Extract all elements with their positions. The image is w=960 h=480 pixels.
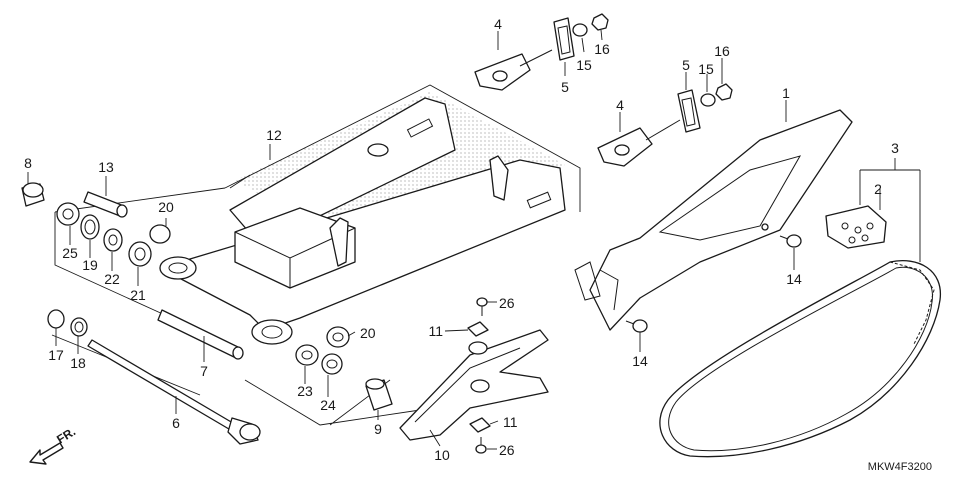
callout-7: 7 — [200, 363, 208, 379]
front-direction-label: FR. — [54, 424, 78, 446]
callout-labels: 1 2 3 4 4 5 5 6 7 8 9 10 11 11 12 13 14 … — [24, 16, 899, 463]
collar-22 — [103, 228, 123, 252]
callout-11-upper: 11 — [428, 323, 443, 339]
chain-case-1 — [574, 109, 853, 331]
bracket-rear — [489, 155, 509, 201]
collar-20-lower — [326, 326, 350, 348]
callout-25: 25 — [62, 245, 78, 261]
callout-16-left: 16 — [594, 41, 610, 57]
callout-15-left: 15 — [576, 57, 592, 73]
callout-19: 19 — [82, 257, 98, 273]
callout-15-right: 15 — [698, 61, 714, 77]
pivot-bolt-6 — [87, 339, 261, 445]
collar-11-lower — [469, 417, 491, 433]
callout-20-upper: 20 — [158, 199, 174, 215]
bolt-14-upper — [779, 234, 802, 248]
screw-26-upper — [476, 297, 488, 316]
callout-8: 8 — [24, 155, 32, 171]
chain-adjuster-4-left — [474, 49, 553, 91]
pivot-boss-left-hole — [168, 262, 188, 274]
bearing-24 — [321, 353, 343, 375]
washer-15-left — [572, 23, 588, 37]
callout-5-right: 5 — [682, 57, 690, 73]
callout-3: 3 — [891, 140, 899, 156]
washer-15-right — [700, 93, 716, 107]
pivot-boss-right — [251, 319, 293, 345]
screw-26-lower — [475, 437, 487, 454]
bolt-14-lower — [625, 319, 648, 333]
bracket-pivot-top — [367, 143, 389, 157]
callout-6: 6 — [172, 415, 180, 431]
callout-23: 23 — [297, 383, 313, 399]
swingarm-slot-upper — [406, 118, 434, 138]
pivot-collar-13 — [83, 191, 128, 218]
nut-16-right — [715, 83, 733, 101]
callout-10: 10 — [434, 447, 450, 463]
swingarm-cross-member — [234, 207, 356, 289]
callout-14-lower: 14 — [632, 353, 648, 369]
callout-16-right: 16 — [714, 43, 730, 59]
swingarm-lower-arm — [159, 159, 566, 331]
pivot-boss-right-hole — [261, 325, 283, 339]
front-arrow-icon — [29, 442, 64, 465]
swingarm-slot-lower — [526, 191, 552, 209]
front-direction-indicator: FR. — [29, 424, 78, 465]
callout-21: 21 — [130, 287, 146, 303]
callout-2: 2 — [874, 181, 882, 197]
callout-1: 1 — [782, 85, 790, 101]
callout-26-lower: 26 — [499, 442, 515, 458]
bearing-25 — [56, 202, 80, 226]
seal-19 — [80, 214, 100, 240]
callout-12: 12 — [266, 127, 282, 143]
bearing-23 — [295, 344, 319, 366]
diagram-code: MKW4F3200 — [868, 461, 932, 473]
callout-4-right: 4 — [616, 97, 624, 113]
swingarm-group — [51, 84, 581, 426]
drive-chain-3 — [659, 260, 941, 458]
nut-17 — [47, 309, 65, 329]
leader-lines — [27, 29, 921, 450]
pivot-boss-left — [159, 256, 197, 280]
callout-4-left: 4 — [494, 16, 502, 32]
collar-8 — [21, 182, 45, 207]
washer-18 — [70, 317, 88, 337]
nut-16-left — [591, 13, 609, 31]
adjuster-plate-5-right — [677, 89, 701, 133]
chain-adjuster-4-right — [597, 119, 681, 167]
assembly-outline-upper — [224, 84, 581, 212]
collar-9 — [365, 378, 393, 411]
chain-slider-10 — [399, 329, 549, 441]
master-link-2 — [825, 205, 887, 249]
callout-17: 17 — [48, 347, 64, 363]
adjuster-plate-5-left — [553, 17, 575, 61]
callout-5-left: 5 — [561, 79, 569, 95]
bracket-center — [329, 217, 349, 267]
callout-22: 22 — [104, 271, 120, 287]
pivot-pipe-7 — [157, 309, 244, 360]
callout-13: 13 — [98, 159, 114, 175]
collar-20-upper — [149, 224, 171, 244]
callout-11-lower: 11 — [503, 414, 518, 430]
collar-11-upper — [467, 321, 489, 337]
callout-18: 18 — [70, 355, 86, 371]
callout-9: 9 — [374, 421, 382, 437]
callout-26-upper: 26 — [499, 295, 515, 311]
bearing-21 — [128, 241, 152, 267]
callout-20-lower: 20 — [360, 325, 376, 341]
callout-14-upper: 14 — [786, 271, 802, 287]
callout-24: 24 — [320, 397, 336, 413]
